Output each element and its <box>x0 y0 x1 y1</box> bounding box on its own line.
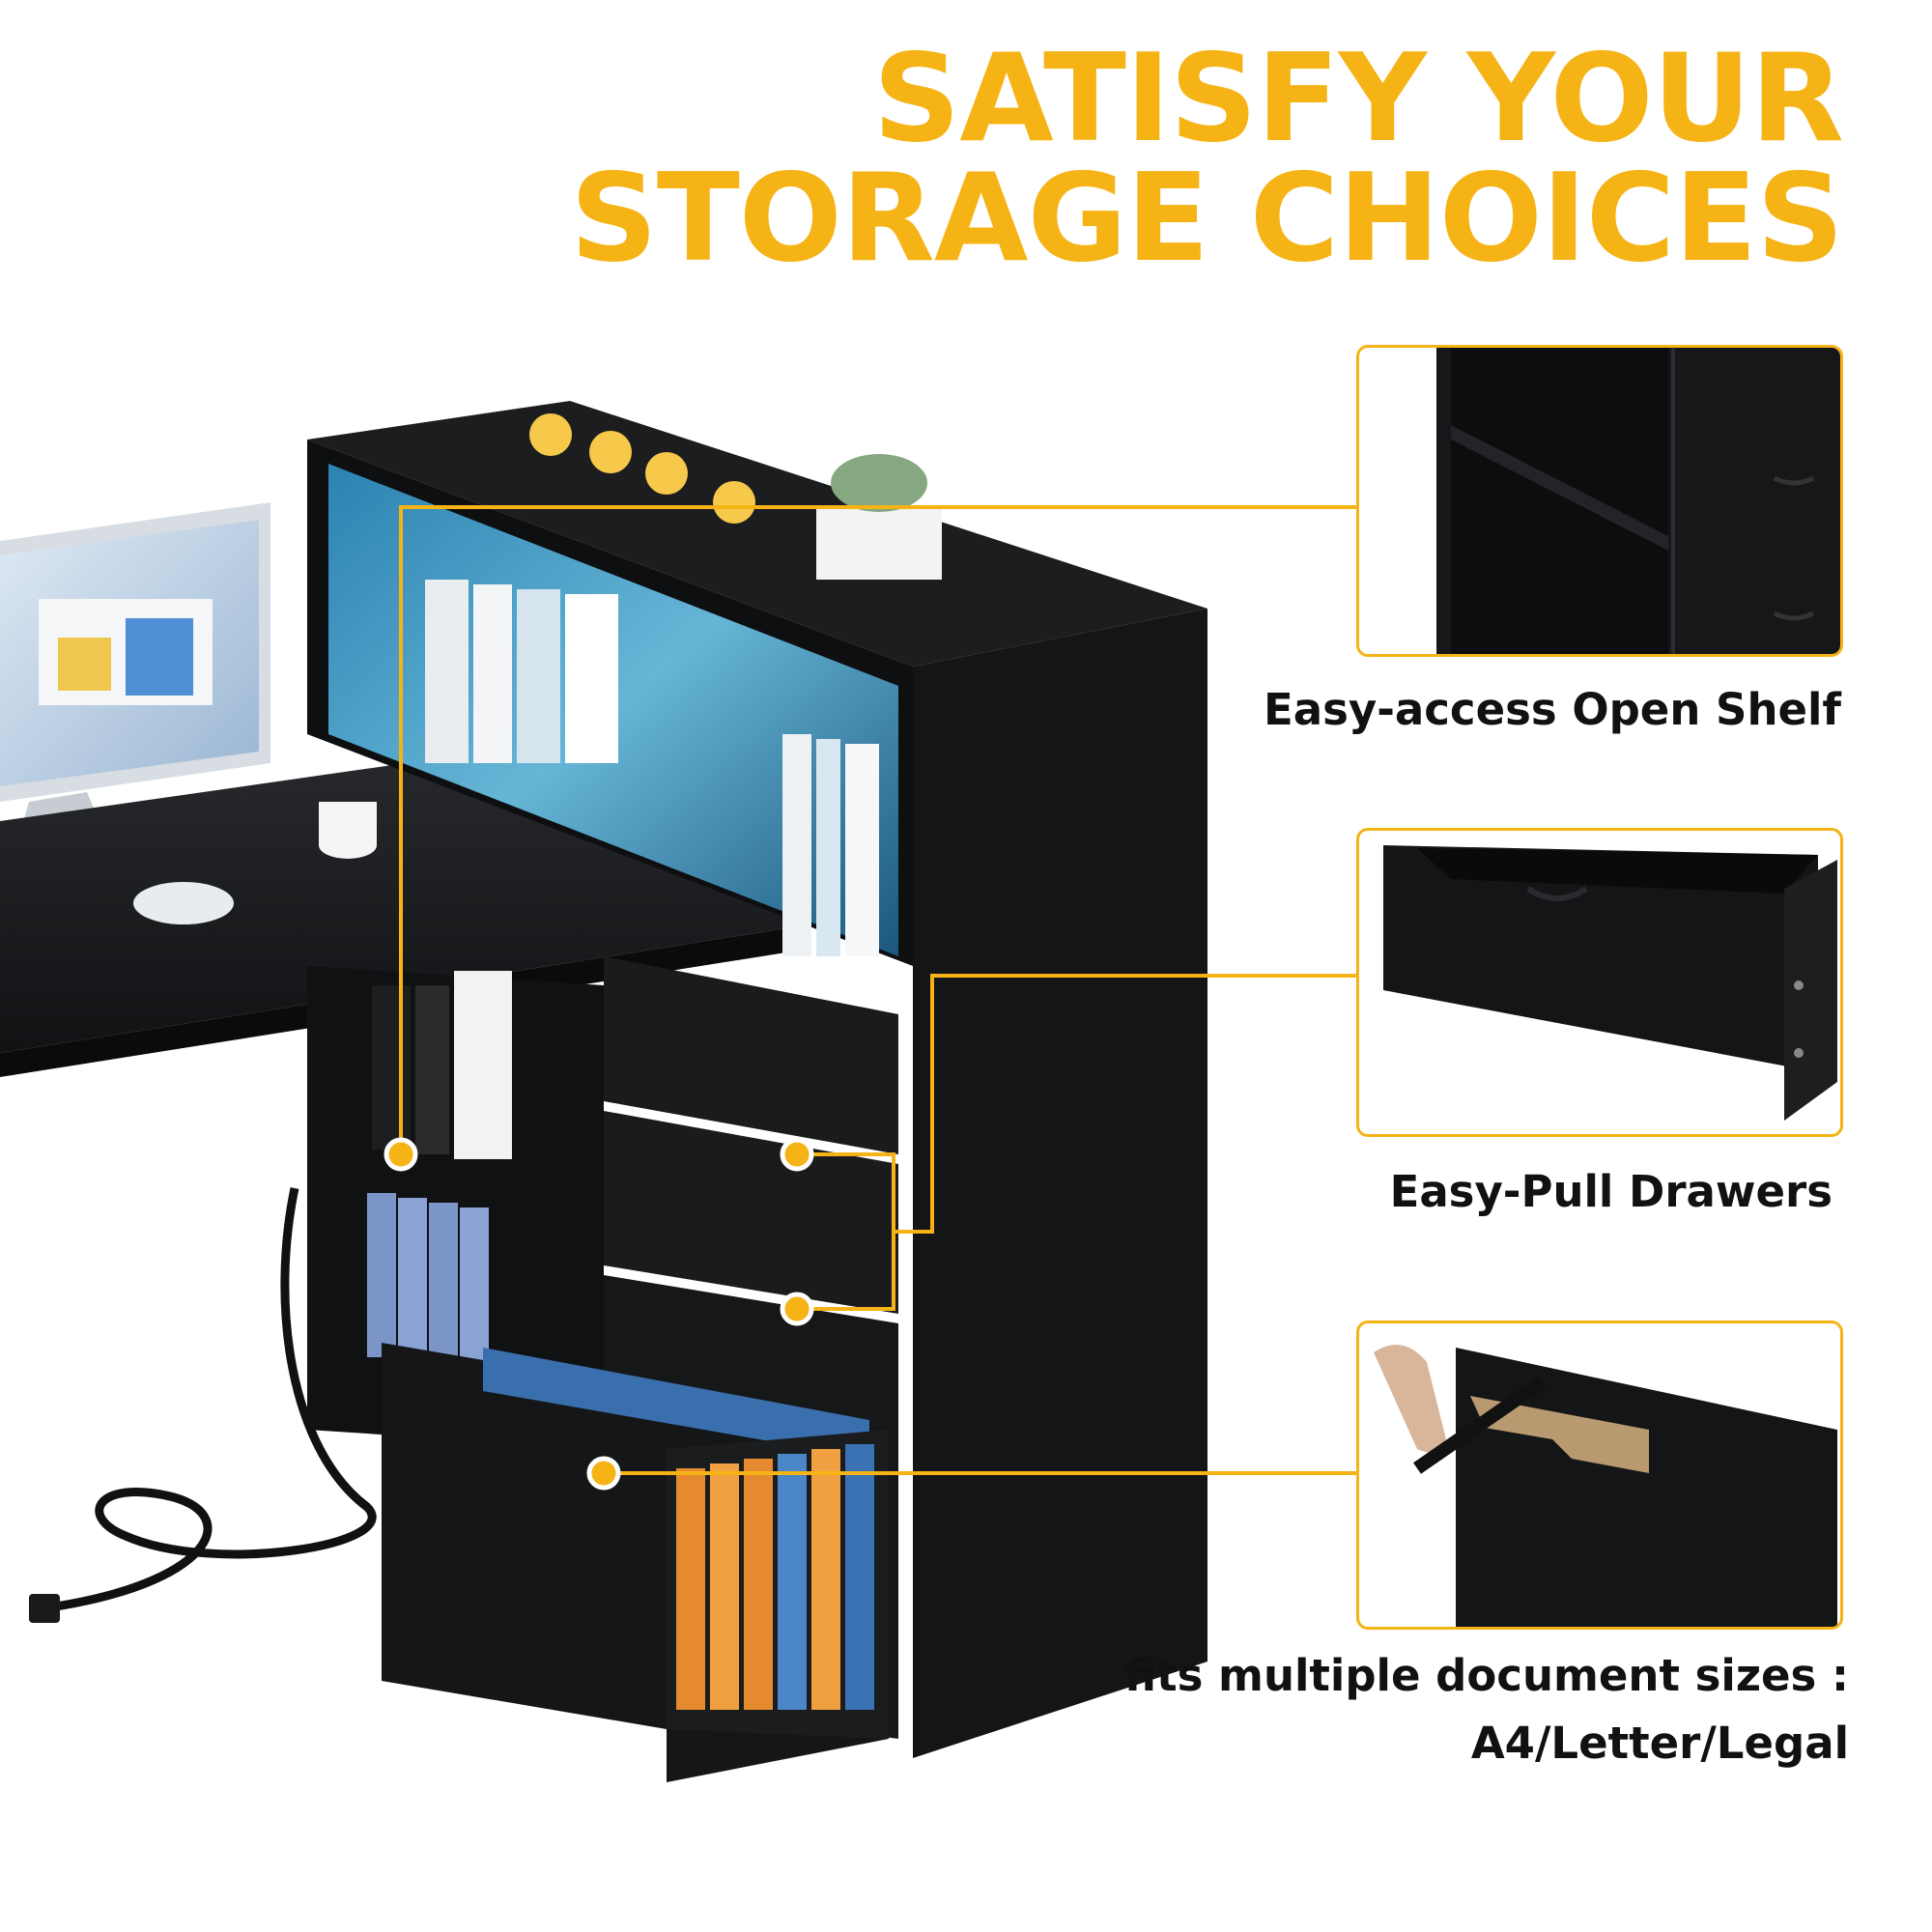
binders <box>367 1193 489 1372</box>
books <box>372 580 879 1159</box>
file-drawer-handle-closeup <box>1374 1345 1837 1627</box>
plant-pot <box>816 454 942 580</box>
caption-file-drawer-line-1: fits multiple document sizes : <box>1123 1650 1849 1701</box>
callout-dot-drawer-2 <box>780 1292 814 1326</box>
callout-dot-drawer-1 <box>780 1137 814 1172</box>
toy-figures <box>529 413 755 524</box>
open-shelf-closeup <box>1436 348 1840 654</box>
headline-line-2: STORAGE CHOICES <box>570 147 1844 289</box>
open-file-drawer <box>382 1343 889 1782</box>
caption-file-drawer-line-2: A4/Letter/Legal <box>1470 1718 1849 1769</box>
leader-line-drawers <box>797 974 1356 1311</box>
power-plug <box>29 1594 60 1623</box>
product-scene <box>0 401 1356 1782</box>
caption-open-shelf: Easy-access Open Shelf <box>1263 684 1841 735</box>
drawer-closeup <box>1383 845 1837 1121</box>
callout-dot-file-drawer <box>586 1456 621 1491</box>
caption-drawers: Easy-Pull Drawers <box>1389 1166 1833 1217</box>
feature-panel-drawers <box>1356 828 1843 1137</box>
power-cord <box>43 1187 377 1613</box>
feature-panel-file-drawer <box>1356 1321 1843 1630</box>
leader-line-open-shelf <box>399 505 1356 1154</box>
callout-dot-open-shelf <box>384 1137 418 1172</box>
monitor <box>0 502 270 869</box>
feature-panel-open-shelf <box>1356 345 1843 657</box>
headline: SATISFY YOUR STORAGE CHOICES <box>570 27 1844 289</box>
headline-line-1: SATISFY YOUR <box>872 27 1844 169</box>
